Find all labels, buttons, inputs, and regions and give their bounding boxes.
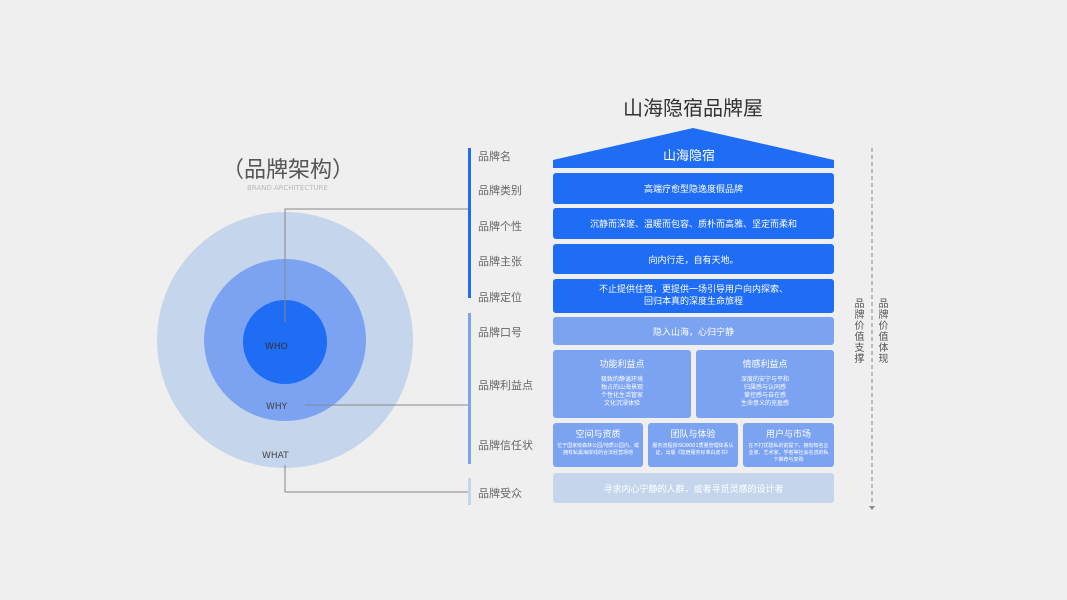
value-express-label: 品牌价值体现 [876,298,887,364]
label-brand-name: 品牌名 [478,150,511,163]
architecture-subtitle: BRAND ARCHITECTURE [247,184,328,192]
proposition-box: 向内行走，自有天地。 [553,244,834,274]
trust-title: 用户与市场 [765,430,811,440]
architecture-title: （品牌架构） [222,158,355,183]
benefit-title: 功能利益点 [599,360,645,370]
value-support-label: 品牌价值支撑 [852,298,863,364]
group-bar-dark [468,148,471,298]
what-connector [284,465,469,493]
group-bar-light [468,478,471,505]
positioning-line1: 不止提供住宿，更提供一场引导用户向内探索、 [598,285,788,295]
benefit-item: 归属感与认同感 [743,384,786,391]
label-brand-trust: 品牌信任状 [478,439,533,452]
slogan-box: 隐入山海，心归宁静 [553,317,834,345]
who-circle [243,300,327,384]
label-brand-positioning: 品牌定位 [478,291,522,304]
benefit-item: 深度的安宁与平和 [740,376,789,383]
group-bar-mid [468,313,471,464]
benefit-title: 情感利益点 [742,360,788,370]
trust-text: 在不打扰隐私的前提下，拥有知名企业家、艺术家、学者等社会名流的私下推荐与复购 [748,443,829,463]
label-brand-audience: 品牌受众 [478,487,522,500]
personality-text: 沉静而深邃、温暖而包容、质朴而高雅、坚定而柔和 [589,220,797,230]
why-label: WHY [266,402,288,412]
emotional-benefit-box: 情感利益点 深度的安宁与平和归属感与认同感掌控感与自在感生命意义的充盈感 [696,350,834,418]
who-connector [284,208,469,322]
label-brand-proposition: 品牌主张 [478,255,522,268]
positioning-line2: 回归本真的深度生命旅程 [643,297,743,307]
benefit-item: 极致的静谧环境 [600,376,643,383]
audience-text: 寻求内心宁静的人群，或者寻觅灵感的设计者 [603,484,784,495]
who-label: WHO [265,342,288,352]
benefit-item: 文化沉浸体验 [603,400,640,407]
page-title: 山海隐宿品牌屋 [623,96,763,120]
trust-box-market: 用户与市场在不打扰隐私的前提下，拥有知名企业家、艺术家、学者等社会名流的私下推荐… [743,423,834,467]
benefit-item: 生命意义的充盈感 [740,400,789,407]
house-roof [553,128,834,168]
label-brand-slogan: 品牌口号 [478,326,522,339]
trust-title: 空间与资质 [575,430,621,440]
house-name: 山海隐宿 [663,149,716,164]
label-brand-benefits: 品牌利益点 [478,379,533,392]
benefit-item: 个性化生活管家 [600,392,643,399]
category-text: 高端疗愈型隐逸度假品牌 [643,185,743,195]
benefit-item: 独占的山海景观 [600,384,643,391]
audience-box: 寻求内心宁静的人群，或者寻觅灵感的设计者 [553,473,834,503]
trust-text: 服务流程获ISO9001质量管理体系认证，出版《隐宿服务标准白皮书》 [652,443,734,456]
slogan-text: 隐入山海，心归宁静 [652,327,734,338]
trust-title: 团队与体验 [670,430,716,440]
trust-text: 位于国家级森林公园/地质公园内，或拥有私属海岸线的合法经营场地 [557,443,639,456]
arrow-down-icon [869,506,875,510]
functional-benefit-box: 功能利益点 极致的静谧环境独占的山海景观个性化生活管家文化沉浸体验 [553,350,691,418]
benefit-item: 掌控感与自在感 [743,392,786,399]
trust-box-space: 空间与资质位于国家级森林公园/地质公园内，或拥有私属海岸线的合法经营场地 [553,423,643,467]
label-brand-category: 品牌类别 [478,184,522,197]
positioning-box: 不止提供住宿，更提供一场引导用户向内探索、回归本真的深度生命旅程 [553,279,834,313]
personality-box: 沉静而深邃、温暖而包容、质朴而高雅、坚定而柔和 [553,208,834,239]
what-label: WHAT [262,451,289,461]
proposition-text: 向内行走，自有天地。 [648,255,739,266]
trust-box-team: 团队与体验服务流程获ISO9001质量管理体系认证，出版《隐宿服务标准白皮书》 [648,423,738,467]
label-brand-personality: 品牌个性 [478,220,522,233]
category-box: 高端疗愈型隐逸度假品牌 [553,173,834,204]
